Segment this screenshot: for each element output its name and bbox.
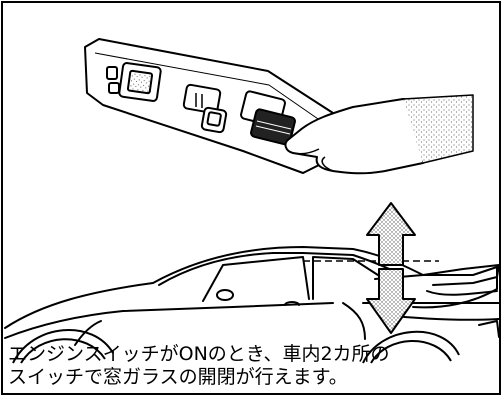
power-window-illustration <box>4 38 501 364</box>
car-wheels <box>12 329 460 364</box>
mirror-control <box>106 62 162 102</box>
car-body <box>4 246 501 346</box>
caption-line-1: エンジンスイッチがONのとき、車内2カ所の <box>8 343 390 365</box>
window-switch <box>240 90 296 146</box>
down-arrow-icon <box>366 268 416 334</box>
hand <box>284 94 474 175</box>
lock-switch <box>182 83 228 134</box>
caption-line-2: スイッチで窓ガラスの開閉が行えます。 <box>8 366 348 388</box>
caption: エンジンスイッチがONのとき、車内2カ所の スイッチで窓ガラスの開閉が行えます。 <box>8 343 498 389</box>
up-arrow-icon <box>366 202 416 266</box>
